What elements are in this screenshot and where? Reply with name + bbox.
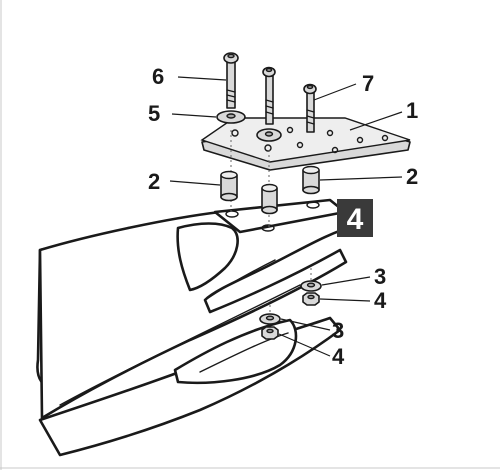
step-badge-box [337,199,373,237]
spacer-left-bottom [220,192,238,202]
callout-5: 5 [148,101,160,126]
mount-hole-right [306,201,320,209]
mounting-plate [200,117,411,171]
bolt-center-washer-hole [264,131,274,137]
nut-4-upper [302,292,320,306]
bolt-6-thread [226,89,236,103]
washer-3-lower [259,300,281,325]
leader-4-upper [319,298,371,302]
mount-hole-center [261,224,275,232]
callout-6: 6 [152,64,164,89]
leader-2-right [319,176,403,181]
leader-1 [349,111,403,131]
plate-hole-2 [264,144,272,152]
bolt-7-socket [306,84,314,90]
motorcycle-rear [36,198,357,457]
washer-3-upper [300,268,322,292]
grab-rail-inner [176,222,239,292]
bolt-7-thread [306,109,315,125]
spacer-center-bottom [261,205,278,215]
spacer-left [220,170,238,202]
bolt-7 [303,83,317,133]
leader-3-upper [321,276,371,286]
bolt-center-thread [265,99,274,115]
washer-5 [216,110,246,124]
spacer-right-bottom [302,185,320,195]
plate-hole-1 [231,129,239,137]
plate-hole-6 [356,136,364,144]
spacer-left-top [220,170,238,180]
plate-hole-4 [296,141,304,149]
nut-4-upper-hole [307,294,315,300]
plate-hole-8 [331,146,339,154]
plate-hole-3 [286,126,294,134]
step-badge: 4 [337,199,373,237]
leader-4-lower [278,333,331,357]
nut-4-lower [261,326,279,340]
spacer-right [302,165,320,195]
grab-rail-edge [59,284,301,406]
callout-4-lower: 4 [332,344,345,369]
callout-2-left: 2 [148,169,160,194]
grab-rail-edge-2 [204,259,276,301]
bolt-6-socket [227,53,235,59]
spacer-center-top [261,183,278,193]
callout-3-lower: 3 [332,318,344,343]
spacer-right-top [302,165,320,175]
bolt-center [256,66,282,228]
bolt-center-socket [265,67,273,73]
mount-hole-left [225,210,239,218]
step-number: 4 [347,203,364,236]
callout-1: 1 [406,98,418,123]
leader-6 [177,76,227,81]
nut-4-lower-hole [266,328,274,334]
spacer-center [261,160,278,215]
leader-2-left [169,180,221,186]
washer-3-lower-hole [265,315,275,321]
plate-hole-5 [326,129,334,137]
leader-7 [313,83,357,101]
callout-4-upper: 4 [374,288,387,313]
washer-3-upper-hole [306,282,316,288]
washer-5-hole [226,113,236,119]
callout-2-right: 2 [406,164,418,189]
callout-7: 7 [362,71,374,96]
leader-5 [171,113,217,118]
leader-3-lower [280,318,331,331]
callout-3-upper: 3 [374,264,386,289]
plate-hole-7 [381,134,389,142]
